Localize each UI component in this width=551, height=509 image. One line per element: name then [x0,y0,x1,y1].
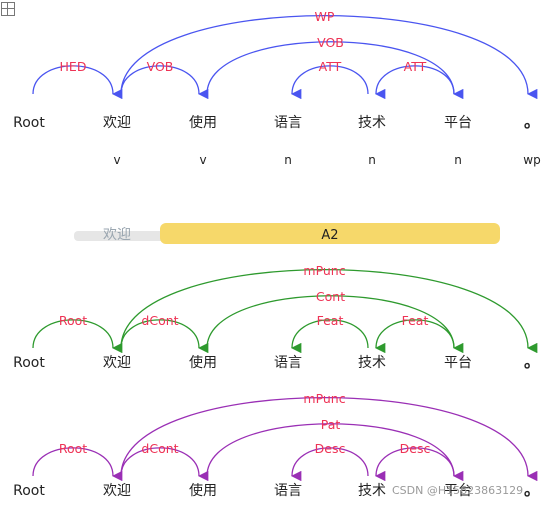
word-token: 平台 [444,483,472,499]
srl-argument-label: A2 [321,228,338,243]
word-token: 。 [524,352,540,371]
word-token: 。 [524,480,540,499]
word-token: 技术 [358,355,386,371]
arc [120,397,538,482]
arc-label: Desc [315,441,346,456]
arc [32,447,123,482]
arc [32,65,123,100]
srl-predicate: 欢迎 [103,227,131,243]
arc-label: VOB [147,59,174,74]
arc-label: Desc [400,441,431,456]
semantic-role-panel: 欢迎 A2 [74,223,500,244]
arc-label: Pat [321,417,341,432]
word-token: 平台 [444,115,472,131]
arc [32,319,123,354]
word-token: 语言 [274,483,302,499]
arc-label: VOB [317,35,344,50]
word-token: 欢迎 [103,115,131,131]
arc-label: mPunc [303,391,345,406]
arc [206,41,464,100]
arc-label: Feat [317,313,344,328]
srl-argument-bar [160,223,500,244]
word-token: 技术 [358,483,386,499]
arc [206,423,464,482]
word-token: 使用 [189,114,217,131]
arc [120,269,538,354]
pos-tag: n [368,153,376,167]
word-token: 技术 [358,115,386,131]
pos-tag: n [454,153,462,167]
arc [290,447,369,482]
arc-label: Root [59,313,87,328]
word-token: 使用 [189,354,217,371]
arc-label: mPunc [303,263,345,278]
dependency-parse-panel: HED VOB WP VOB ATT ATT Root 欢迎 使用 语言 技术 平台 。 v v n n n wp [13,9,541,167]
word-token: 语言 [274,115,302,131]
word-token: 语言 [274,355,302,371]
pos-tag: v [199,153,206,167]
arc-label: dCont [141,313,178,328]
word-token: Root [13,115,45,131]
arc-label: dCont [141,441,178,456]
word-token: 欢迎 [103,483,131,499]
word-token: Root [13,355,45,371]
arc [120,15,538,100]
word-token: 平台 [444,355,472,371]
srl-track [74,231,170,241]
word-token: 。 [524,112,540,131]
arc [120,65,209,100]
arc [374,319,455,354]
arc [120,447,209,482]
arc-label: ATT [319,59,342,74]
pos-tag: n [284,153,292,167]
pos-tag: v [113,153,120,167]
arc-label: WP [315,9,335,24]
watermark: CSDN @H15623863129 [392,484,524,497]
word-token: 欢迎 [103,355,131,371]
arc [290,319,369,354]
arc-label: Root [59,441,87,456]
arc-label: HED [60,59,87,74]
word-token: 使用 [189,482,217,499]
expand-icon[interactable] [1,2,15,16]
word-token: Root [13,483,45,499]
arc-label: Feat [402,313,429,328]
arc [120,319,209,354]
arc-label: ATT [404,59,427,74]
arc [290,65,369,100]
arc [374,65,455,100]
arc [206,295,464,354]
pos-tag: wp [523,153,540,167]
arc-label: Cont [316,289,345,304]
arc [374,447,455,482]
